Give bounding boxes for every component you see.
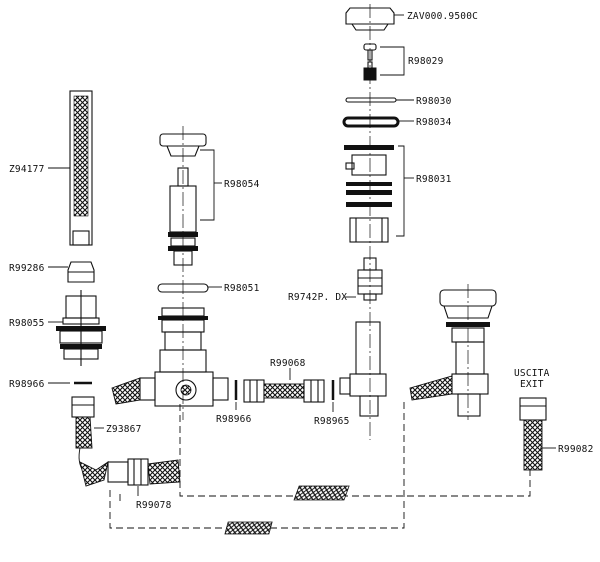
label-r98034: R98034 [416, 117, 452, 128]
flow-lines [109, 400, 531, 529]
label-uscita: USCITA [514, 368, 550, 379]
label-r98030: R98030 [416, 96, 452, 107]
diverter-knob-zav [345, 7, 395, 31]
label-r98966-left: R98966 [9, 379, 45, 390]
label-r99082: R99082 [558, 444, 594, 455]
diverter-body [339, 321, 387, 417]
label-r99286: R99286 [9, 263, 45, 274]
label-r99068: R99068 [270, 358, 306, 369]
spout-valve [409, 289, 497, 417]
label-r98965: R98965 [314, 416, 350, 427]
label-z93867: Z93867 [106, 424, 142, 435]
label-exit: EXIT [520, 379, 544, 390]
hand-shower [69, 90, 93, 246]
exit-hose-r99082 [519, 397, 547, 471]
hose-fitting-r99078 [107, 458, 181, 486]
label-r98966-mid: R98966 [216, 414, 252, 425]
ring-r98030 [345, 97, 397, 103]
mixer-body [111, 307, 229, 407]
hose-segment-upper [293, 485, 350, 501]
label-r9742p-dx: R9742P. DX [288, 292, 347, 303]
label-r99078: R99078 [136, 500, 172, 511]
ring-r98034 [342, 116, 400, 128]
label-r98055: R98055 [9, 318, 45, 329]
label-z94177: Z94177 [9, 164, 45, 175]
hose-segment-lower [224, 521, 273, 535]
flexible-connector-r99068 [243, 379, 325, 403]
label-r98054: R98054 [224, 179, 260, 190]
shower-connector [67, 261, 95, 283]
hose-left-upper [75, 416, 93, 449]
shower-holder-assembly [56, 290, 106, 366]
label-r98051: R98051 [224, 283, 260, 294]
leader-lines [48, 14, 556, 496]
hose-nut-left [71, 396, 95, 418]
diverter-kit-r98031 [344, 145, 394, 243]
label-zav000-9500c: ZAV000.9500C [407, 11, 478, 22]
label-r98029: R98029 [408, 56, 444, 67]
label-r98031: R98031 [416, 174, 452, 185]
hose-left-lower [79, 461, 109, 487]
